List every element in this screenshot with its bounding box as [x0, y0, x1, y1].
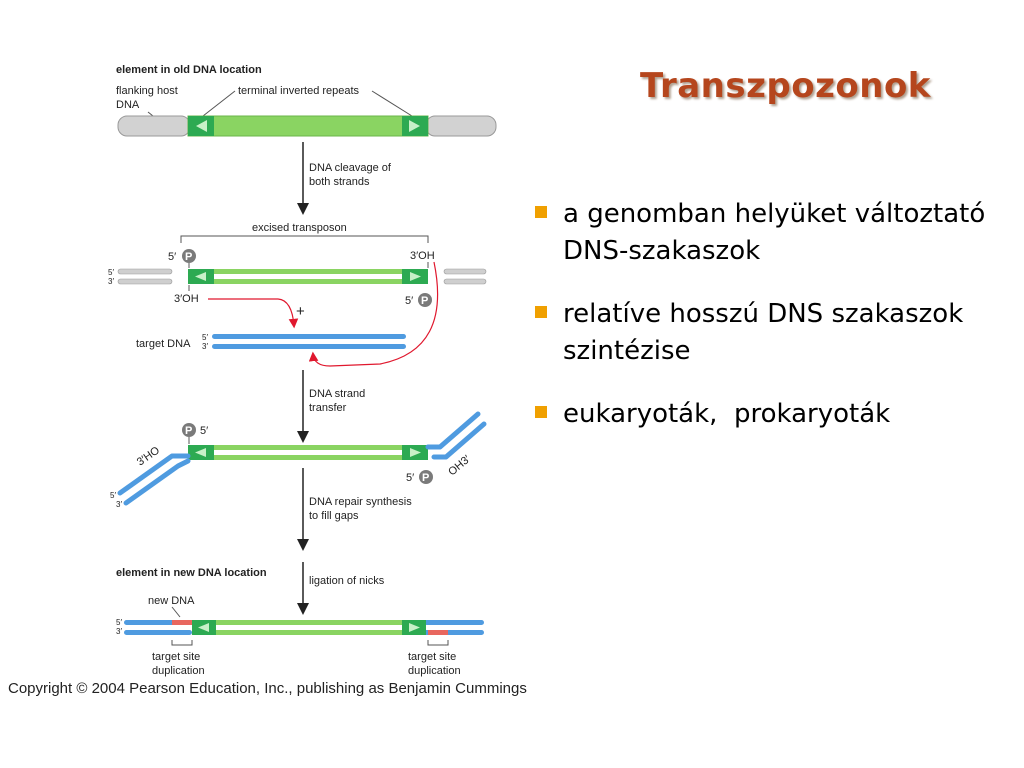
target-dna-label: target DNA — [136, 338, 191, 350]
cut-flank-left-top — [117, 268, 173, 275]
tsd-left-label-2: duplication — [152, 665, 205, 677]
target-strand-top — [212, 334, 406, 339]
five-prime-right-label: 5′ — [405, 295, 413, 307]
attack-arrow-left — [208, 298, 299, 329]
strand-5-label: 5′ — [108, 268, 114, 277]
cleavage-label-1: DNA cleavage of — [309, 162, 392, 174]
five-prime-transfer-label: 5′ — [200, 425, 208, 437]
target-5-label: 5′ — [202, 333, 208, 342]
phosphate-circle-transfer — [182, 423, 196, 437]
final-3-label: 3′ — [116, 627, 122, 636]
repair-label-1: DNA repair synthesis — [309, 496, 412, 508]
transfer-strand-top — [188, 445, 428, 450]
bullet-text: eukaryoták, prokaryoták — [563, 399, 891, 429]
tsd-left-label-1: target site — [152, 651, 200, 663]
flanking-dna-right — [425, 115, 497, 137]
phosphate-label-transfer-right: P — [422, 472, 429, 484]
new-dna-pointer — [171, 606, 181, 618]
tsd-bracket-right — [427, 640, 449, 646]
target-bent-left-top — [117, 453, 191, 496]
bullet-text: relatíve hosszú DNS szakaszok szintézise — [563, 299, 964, 366]
final-target-right-top — [424, 620, 484, 625]
pointer-repeat-left — [202, 90, 236, 117]
final-strand-bottom — [192, 630, 426, 635]
copyright-notice: Copyright © 2004 Pearson Education, Inc.… — [8, 680, 527, 697]
cut-flank-right-bottom — [443, 278, 487, 285]
target-bent-left-bottom — [123, 458, 191, 506]
new-dna-left — [172, 620, 192, 625]
excised-arrow-left — [195, 272, 206, 281]
bullet-list: a genomban helyüket változtató DNS-szaka… — [535, 196, 1005, 459]
strand-3-label: 3′ — [108, 277, 114, 286]
flanking-dna-left — [117, 115, 191, 137]
bullet-item: a genomban helyüket változtató DNS-szaka… — [535, 196, 1005, 270]
excised-label: excised transposon — [252, 222, 347, 234]
bullet-item: relatíve hosszú DNS szakaszok szintézise — [535, 296, 1005, 370]
phosphate-label: P — [185, 251, 192, 263]
final-5-label: 5′ — [116, 618, 122, 627]
plus-sign: + — [296, 303, 305, 320]
five-prime-label: 5′ — [168, 251, 176, 263]
flanking-dna-label: DNA — [116, 99, 140, 111]
tsd-right-label-2: duplication — [408, 665, 461, 677]
phosphate-circle-transfer-right — [419, 470, 433, 484]
three-oh-label: 3′OH — [410, 250, 435, 262]
bullet-square-icon — [535, 306, 547, 318]
bullet-text: a genomban helyüket változtató DNS-szaka… — [563, 199, 986, 266]
repeat-right-arrow — [409, 120, 420, 132]
new-dna-label: new DNA — [148, 595, 195, 607]
cleavage-label-2: both strands — [309, 176, 370, 188]
tsd-right-label-1: target site — [408, 651, 456, 663]
excised-strand-bottom — [188, 279, 428, 284]
transfer-label-1: DNA strand — [309, 388, 365, 400]
new-location-heading: element in new DNA location — [116, 567, 267, 579]
slide-title: Transzpozonok — [640, 66, 931, 106]
final-arrow-right — [409, 623, 420, 632]
transposition-diagram: element in old DNA location flanking hos… — [108, 64, 497, 677]
final-strand-top — [192, 620, 426, 625]
excised-strand-top — [188, 269, 428, 274]
final-target-left-bottom — [124, 630, 192, 635]
phosphate-label-transfer: P — [185, 425, 192, 437]
phosphate-circle — [182, 249, 196, 263]
old-location-heading: element in old DNA location — [116, 64, 262, 76]
bent-5-label: 5′ — [110, 491, 116, 500]
phosphate-label-right: P — [421, 295, 428, 307]
cut-flank-right-top — [443, 268, 487, 275]
new-dna-right — [428, 630, 448, 635]
repeat-left-arrow — [196, 120, 207, 132]
bullet-square-icon — [535, 406, 547, 418]
excised-bracket — [180, 235, 429, 243]
pointer-repeat-right — [371, 90, 413, 117]
target-strand-bottom — [212, 344, 406, 349]
transfer-strand-bottom — [188, 455, 428, 460]
flanking-host-label: flanking host — [116, 85, 178, 97]
target-bent-right-top — [425, 411, 481, 450]
bullet-square-icon — [535, 206, 547, 218]
bullet-item: eukaryoták, prokaryoták — [535, 396, 1005, 433]
target-bent-right-bottom — [431, 421, 487, 460]
ligation-label: ligation of nicks — [309, 575, 385, 587]
tsd-bracket-left — [171, 640, 193, 646]
transfer-arrow-right — [410, 448, 421, 457]
repair-label-2: to fill gaps — [309, 510, 359, 522]
target-3-label: 3′ — [202, 342, 208, 351]
attack-arrow-right — [308, 261, 439, 367]
transposon-body — [187, 115, 429, 137]
final-arrow-left — [198, 623, 209, 632]
transfer-arrow-left — [195, 448, 206, 457]
bent-3-label: 3′ — [116, 500, 122, 509]
cut-flank-left-bottom — [117, 278, 173, 285]
terminal-repeats-label: terminal inverted repeats — [238, 85, 360, 97]
five-prime-transfer-right-label: 5′ — [406, 472, 414, 484]
excised-arrow-right — [410, 272, 421, 281]
transfer-label-2: transfer — [309, 402, 347, 414]
oh-three-label: OH3′ — [446, 453, 473, 478]
three-oh-left-label: 3′OH — [174, 293, 199, 305]
phosphate-circle-right — [418, 293, 432, 307]
